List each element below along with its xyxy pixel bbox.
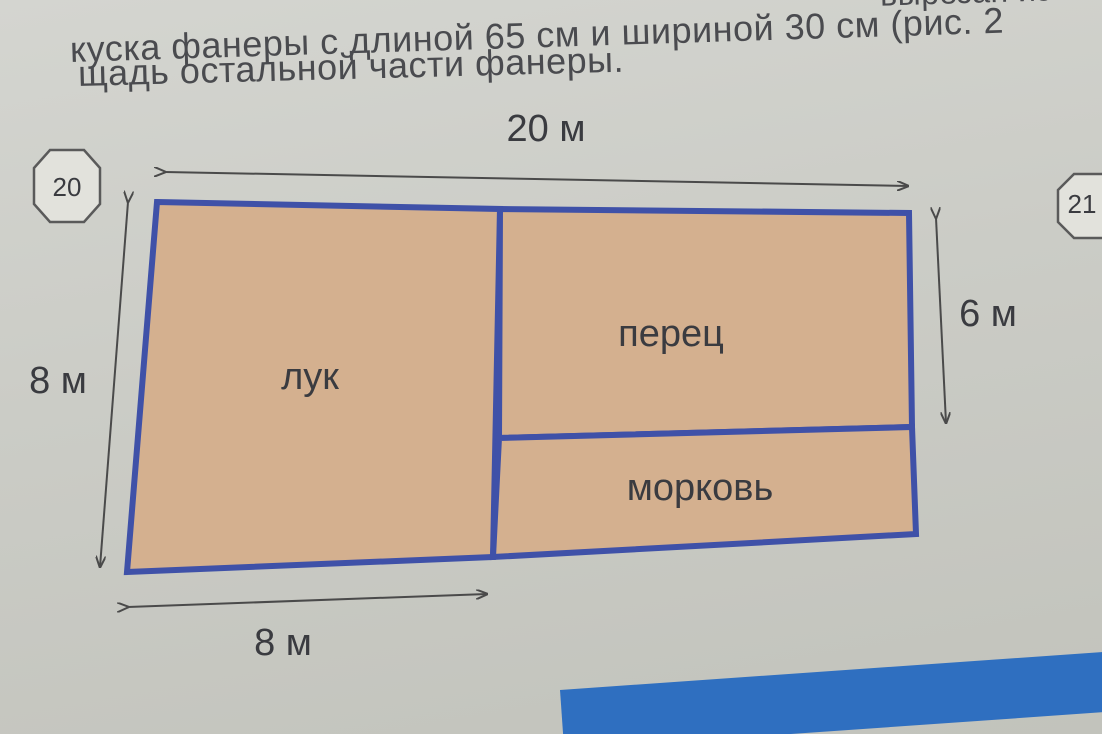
- region-carrot: [489, 423, 920, 561]
- badge-20-text: 20: [53, 172, 82, 202]
- region-label-pepper: перец: [618, 313, 724, 355]
- left-dimension-arrow: [100, 202, 128, 567]
- region-label-onion: лук: [281, 356, 339, 398]
- right-dimension-arrow: [936, 218, 946, 423]
- problem-number-badge-20: 20: [32, 148, 102, 224]
- left-dimension-label: 8 м: [29, 360, 87, 402]
- badge-21-text: 21: [1068, 189, 1097, 219]
- region-label-carrot: морковь: [627, 467, 774, 509]
- bottom-dimension-label: 8 м: [254, 622, 312, 664]
- right-dimension-label: 6 м: [959, 293, 1017, 335]
- bottom-dimension-arrow: [128, 594, 487, 607]
- problem-number-badge-21: 21: [1056, 172, 1102, 240]
- top-dimension-label: 20 м: [507, 108, 586, 150]
- top-dimension-arrow: [165, 172, 908, 186]
